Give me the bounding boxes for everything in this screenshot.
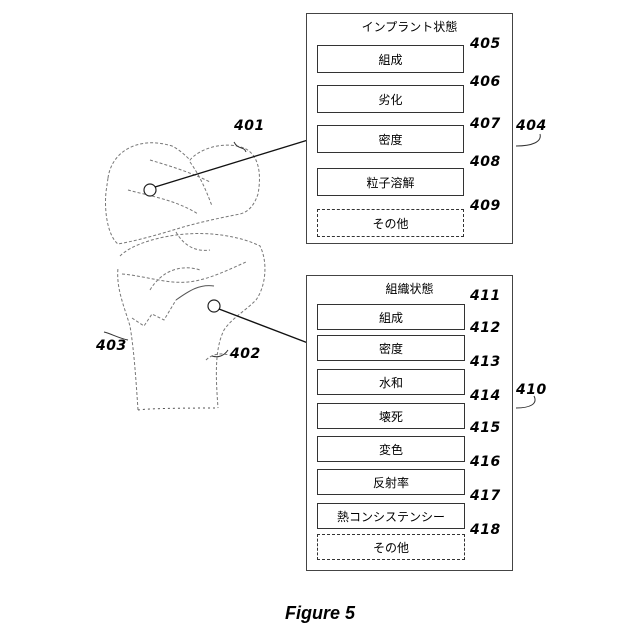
implant-item-density: 密度 xyxy=(317,125,464,153)
ref-401-leader xyxy=(234,142,246,152)
tissue-item-density: 密度 xyxy=(317,335,465,361)
implant-sample-point xyxy=(144,184,156,196)
femoral-implant xyxy=(106,143,260,244)
figure-caption: Figure 5 xyxy=(0,603,640,624)
tissue-item-necrosis: 壊死 xyxy=(317,403,465,429)
ref-406: 406 xyxy=(470,74,501,90)
ref-413: 413 xyxy=(470,354,501,370)
ref-412: 412 xyxy=(470,320,501,336)
implant-state-title: インプラント状態 xyxy=(307,18,512,35)
ref-403: 403 xyxy=(96,338,127,354)
ref-417: 417 xyxy=(470,488,501,504)
tissue-leader-line xyxy=(219,309,308,343)
tissue-item-reflectance: 反射率 xyxy=(317,469,465,495)
ref-407: 407 xyxy=(470,116,501,132)
ref-405: 405 xyxy=(470,36,501,52)
implant-leader-line xyxy=(155,140,308,187)
tissue-item-hydration: 水和 xyxy=(317,369,465,395)
ref-401: 401 xyxy=(234,118,265,134)
ref-404: 404 xyxy=(516,118,547,134)
ref-418: 418 xyxy=(470,522,501,538)
implant-item-other: その他 xyxy=(317,209,464,237)
tissue-item-composition: 組成 xyxy=(317,304,465,330)
ref-415: 415 xyxy=(470,420,501,436)
ref-411: 411 xyxy=(470,288,501,304)
tissue-item-other: その他 xyxy=(317,534,465,560)
tissue-sample-point xyxy=(208,300,220,312)
tibia-bone xyxy=(120,234,265,409)
ref-409: 409 xyxy=(470,198,501,214)
ref-402: 402 xyxy=(230,346,261,362)
tissue-item-thermal-consistency: 熱コンシステンシー xyxy=(317,503,465,529)
ref-410: 410 xyxy=(516,382,547,398)
implant-item-composition: 組成 xyxy=(317,45,464,73)
ref-408: 408 xyxy=(470,154,501,170)
ref-404-leader xyxy=(516,134,540,146)
implant-item-degradation: 劣化 xyxy=(317,85,464,113)
ref-416: 416 xyxy=(470,454,501,470)
tissue-item-discoloration: 変色 xyxy=(317,436,465,462)
ref-402-leader xyxy=(212,350,228,357)
implant-item-particle-dissolution: 粒子溶解 xyxy=(317,168,464,196)
ref-414: 414 xyxy=(470,388,501,404)
